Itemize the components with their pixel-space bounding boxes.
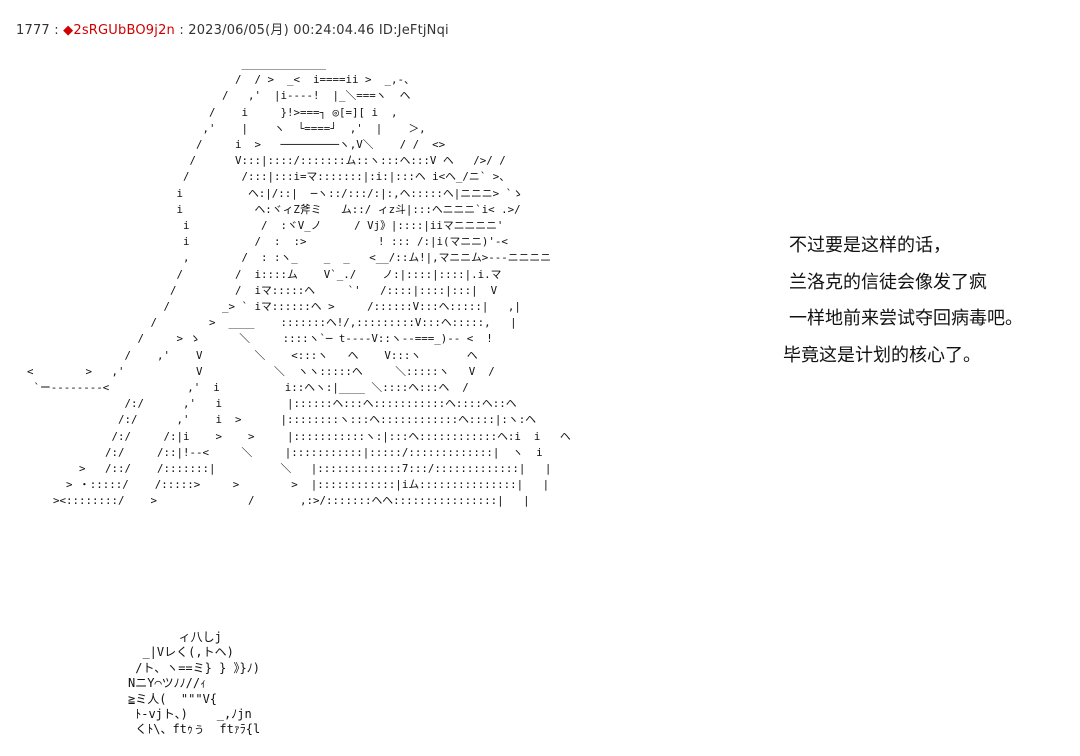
speech-text: 不过要是这样的话， 兰洛克的信徒会像发了疯 一样地前来尝试夺回病毒吧。 毕竟这是…: [783, 228, 1073, 374]
ascii-art-small: ィ八しj _|Vレく(,トヘ) /ト、ヽ==ミ} } 》}ﾉ) NニY⌒ツﾉﾉ/…: [128, 630, 261, 737]
post-header: 1777 : ◆2sRGUbBO9j2n : 2023/06/05(月) 00:…: [16, 19, 449, 38]
post-id: ID:JeFtjNqi: [374, 23, 449, 38]
speech-line: 兰洛克的信徒会像发了疯: [789, 271, 987, 293]
trip-diamond-icon: ◆: [63, 23, 74, 38]
post-datetime: : 2023/06/05(月) 00:24:04.46: [174, 23, 375, 38]
post-separator: :: [49, 23, 64, 38]
poster-tripcode[interactable]: 2sRGUbBO9j2n: [73, 23, 175, 38]
speech-line: 不过要是这样的话，: [789, 235, 951, 256]
speech-line: 一样地前来尝试夺回病毒吧。: [789, 308, 1023, 329]
post-number: 1777: [16, 23, 50, 38]
speech-line: 毕竟这是计划的核心了。: [783, 344, 981, 366]
ascii-art-main: _____________ / / > _< i====ii > _,-、 / …: [27, 57, 571, 508]
